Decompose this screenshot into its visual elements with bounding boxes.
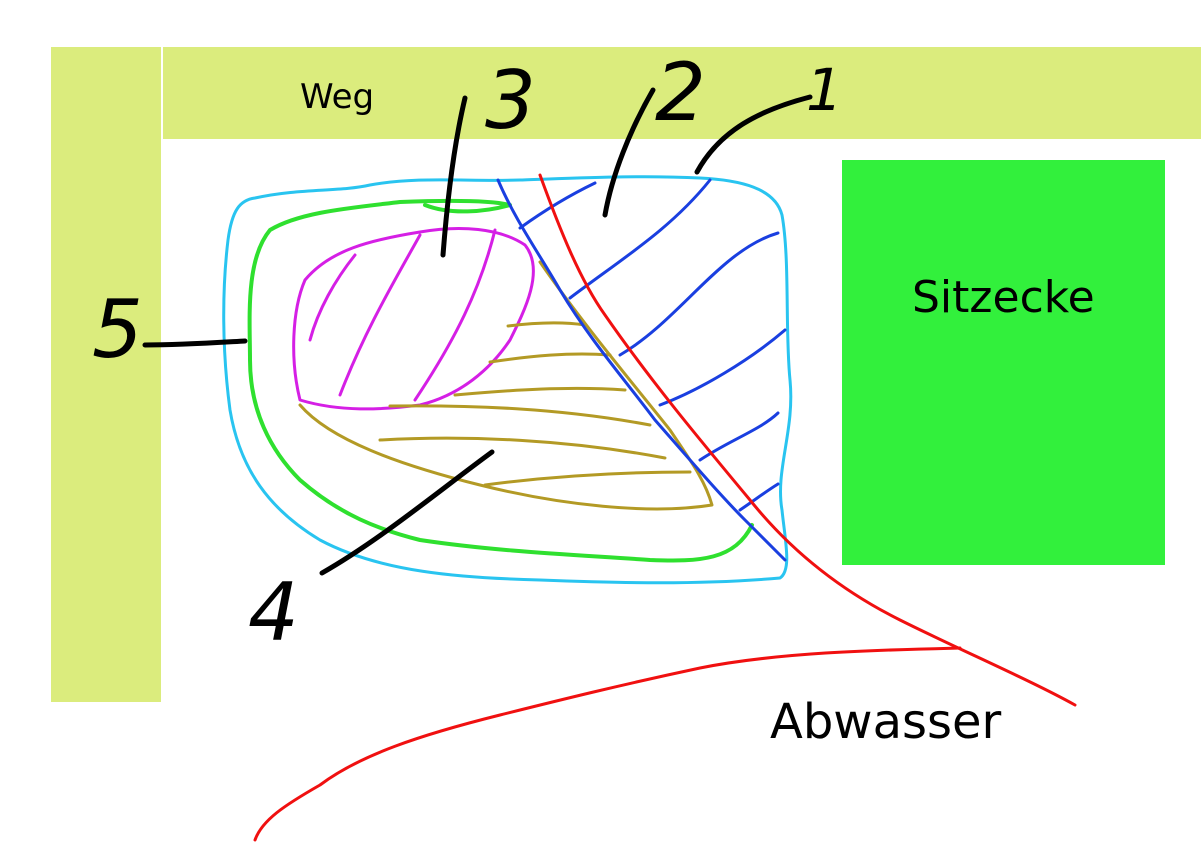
zone-4-hatch-2	[488, 352, 612, 364]
zone-4-hatch-6	[483, 470, 692, 487]
wastewater-label: Abwasser	[770, 694, 1002, 750]
seating-area	[842, 160, 1165, 565]
zone-number-4: 4	[248, 566, 299, 659]
zone-3-hatch-2	[338, 233, 422, 397]
path-label: Weg	[300, 77, 374, 117]
zone-1-outline	[222, 175, 793, 585]
path-strip-vertical	[51, 47, 161, 702]
zone-4-outline	[298, 260, 714, 511]
zone-2-hatch-6	[738, 482, 780, 512]
zone-4-hatch-4	[388, 404, 652, 427]
zone-4-hatch-1	[506, 321, 587, 328]
seating-label: Sitzecke	[912, 272, 1095, 323]
wastewater-branch	[253, 646, 962, 842]
zone-5-outline	[247, 198, 754, 563]
zone-4-hatch-3	[453, 386, 627, 397]
path-strip-horizontal	[163, 47, 1201, 139]
zone-3-outline	[292, 227, 535, 411]
zone-2-hatch-3	[618, 231, 780, 357]
zone-3-hatch-3	[413, 228, 497, 402]
zone-2-hatch-1	[518, 181, 597, 230]
zone-2-boundary	[496, 178, 787, 562]
zone-number-2: 2	[655, 46, 706, 139]
zone-number-1: 1	[806, 56, 843, 124]
zone-3-hatch-1	[308, 253, 357, 342]
pointer-line-2	[602, 87, 656, 218]
pointer-line-5	[142, 338, 248, 348]
zone-2-hatch-5	[698, 411, 780, 462]
pointer-line-3	[440, 95, 468, 258]
pointer-line-4	[319, 449, 495, 576]
zone-number-3: 3	[485, 54, 536, 147]
zone-2-hatch-2	[568, 178, 712, 300]
zone-2-hatch-4	[658, 328, 787, 407]
zone-4-hatch-5	[378, 436, 667, 460]
pointer-line-1	[694, 94, 813, 175]
zone-number-5: 5	[92, 283, 143, 376]
